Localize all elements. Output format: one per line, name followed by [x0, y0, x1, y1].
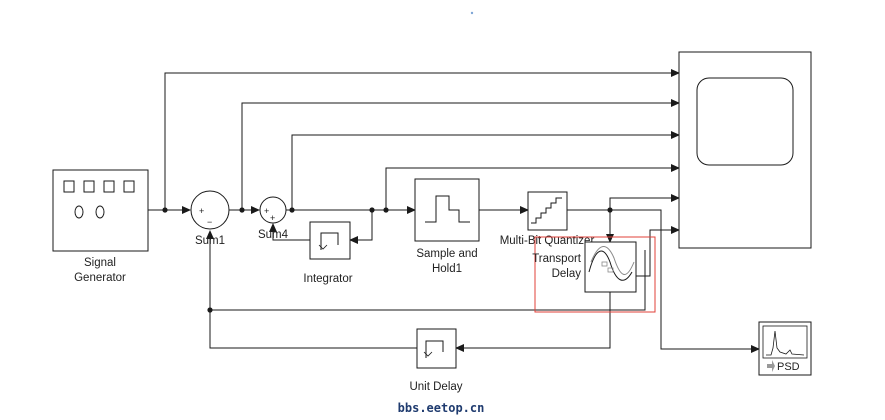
sum1-label: Sum1: [195, 235, 225, 247]
wire-quantizer-to-scope[interactable]: [609, 194, 680, 210]
psd-block[interactable]: PSD: [758, 321, 812, 376]
wire-to-integrator[interactable]: [349, 210, 373, 244]
wire-delay-feedback[interactable]: [210, 250, 646, 311]
transport-delay-block[interactable]: [584, 241, 637, 293]
psd-label: PSD: [777, 361, 800, 373]
sum4-block[interactable]: + +: [259, 196, 287, 224]
sum1-minus-sign: −: [207, 217, 212, 227]
transport-delay-label-1: Transport: [532, 253, 582, 265]
transport-delay-label-2: Delay: [552, 268, 582, 280]
wire-samplehold-in-to-scope[interactable]: [385, 164, 680, 210]
integrator-label: Integrator: [303, 273, 352, 285]
selection-highlight-box: [534, 236, 656, 313]
sum4-plus-sign-1: +: [264, 206, 269, 216]
wire-quantizer-to-psd[interactable]: [567, 209, 760, 353]
wire-gen-to-scope[interactable]: [164, 69, 680, 210]
decorative-dot: [470, 11, 474, 15]
junction-dots: [162, 207, 613, 313]
signal-generator-label-1: Signal: [84, 257, 116, 269]
sample-hold-label-1: Sample and: [416, 248, 477, 260]
signal-lines: [148, 69, 760, 353]
sum1-block[interactable]: + −: [190, 190, 230, 230]
sample-and-hold-block[interactable]: [414, 178, 480, 242]
sum1-plus-sign: +: [199, 206, 204, 216]
sum4-label: Sum4: [258, 229, 289, 241]
unit-delay-label: Unit Delay: [409, 381, 462, 393]
wire-sum1-to-scope[interactable]: [241, 99, 680, 210]
wire-transport-delay-to-scope[interactable]: [636, 226, 680, 277]
watermark-text: bbs.eetop.cn: [398, 401, 485, 415]
quantizer-label: Multi-Bit Quantizer: [500, 235, 595, 247]
wire-sum4-to-scope[interactable]: [291, 131, 680, 210]
sum4-plus-sign-2: +: [270, 213, 275, 223]
multi-bit-quantizer-block[interactable]: [527, 191, 568, 231]
wire-unit-delay-to-sum1[interactable]: [206, 230, 417, 349]
integrator-block[interactable]: [309, 221, 351, 260]
signal-generator-label-2: Generator: [74, 272, 126, 284]
sample-hold-label-2: Hold1: [432, 263, 462, 275]
signal-generator-block[interactable]: [52, 169, 149, 252]
wire-integrator-to-sum4[interactable]: [269, 223, 310, 241]
unit-delay-block[interactable]: [416, 328, 457, 369]
scope-block[interactable]: [678, 51, 812, 249]
wire-quantizer-to-unit-delay[interactable]: [455, 290, 611, 352]
